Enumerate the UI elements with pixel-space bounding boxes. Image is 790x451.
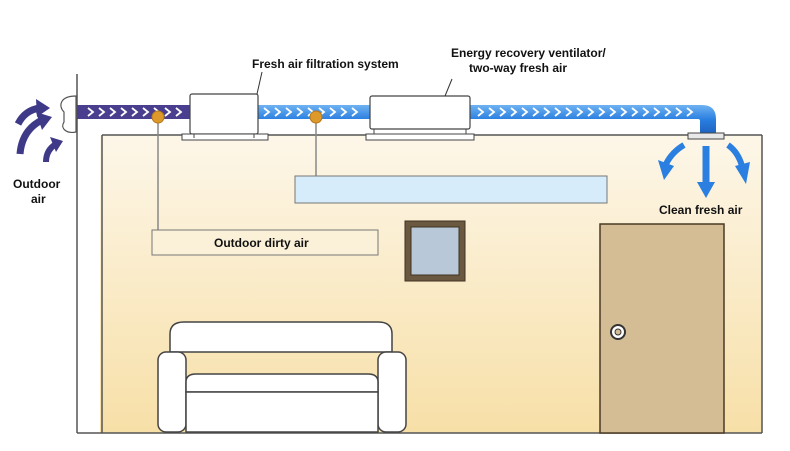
flow-chevron [642, 107, 650, 117]
flow-chevron [565, 107, 573, 117]
erv-label-line1: Energy recovery ventilator/ [451, 46, 606, 60]
flow-chevron [609, 107, 617, 117]
flow-chevron [576, 107, 584, 117]
flow-chevron [351, 107, 359, 117]
erv-label-line2: two-way fresh air [469, 61, 568, 75]
outdoor-dirty-air-label: Outdoor dirty air [214, 236, 309, 250]
door [599, 223, 725, 434]
flow-chevron [598, 107, 606, 117]
flow-chevron [263, 107, 271, 117]
flow-chevron [87, 107, 95, 117]
flow-chevron [274, 107, 282, 117]
flow-chevron [296, 107, 304, 117]
flow-chevron [477, 107, 485, 117]
outdoor-air-label-line1: Outdoor [13, 177, 61, 191]
flow-chevron [620, 107, 628, 117]
sofa [157, 321, 407, 433]
clean-air-marker [309, 110, 323, 124]
outdoor-air-label-line2: air [31, 192, 46, 206]
flow-chevron [587, 107, 595, 117]
flow-chevron [521, 107, 529, 117]
flow-chevron [120, 107, 128, 117]
flow-chevron [543, 107, 551, 117]
fresh-air-filtration-label: Fresh air filtration system [252, 57, 399, 71]
outdoor-air-arrows-icon [14, 99, 63, 163]
dirty-air-label-box [151, 229, 379, 256]
flow-chevron [109, 107, 117, 117]
flow-chevron [340, 107, 348, 117]
fresh-air-filtration-unit [181, 93, 269, 141]
filtration-leader-line [256, 71, 263, 95]
ceiling-diffuser [687, 132, 725, 140]
flow-chevron [98, 107, 106, 117]
flow-chevron [329, 107, 337, 117]
flow-chevron [142, 107, 150, 117]
dirty-air-marker [151, 110, 165, 124]
flow-chevron [175, 107, 183, 117]
fresh-air-arrows-icon [658, 142, 750, 198]
window [404, 220, 466, 282]
dirty-duct-flow-arrows [87, 107, 183, 117]
flow-chevron [499, 107, 507, 117]
clean-duct-flow-arrows [263, 107, 694, 117]
erv-leader-line [444, 78, 453, 97]
flow-chevron [675, 107, 683, 117]
flow-chevron [653, 107, 661, 117]
flow-chevron [631, 107, 639, 117]
clean-duct [258, 105, 716, 134]
flow-chevron [164, 107, 172, 117]
flow-chevron [285, 107, 293, 117]
clean-fresh-air-label: Clean fresh air [659, 203, 743, 217]
clean-air-label-box [294, 175, 608, 204]
flow-chevron [510, 107, 518, 117]
energy-recovery-ventilator-unit [365, 95, 475, 141]
flow-chevron [554, 107, 562, 117]
flow-chevron [664, 107, 672, 117]
flow-chevron [532, 107, 540, 117]
flow-chevron [686, 107, 694, 117]
flow-chevron [488, 107, 496, 117]
intake-hood [60, 95, 77, 133]
flow-chevron [131, 107, 139, 117]
